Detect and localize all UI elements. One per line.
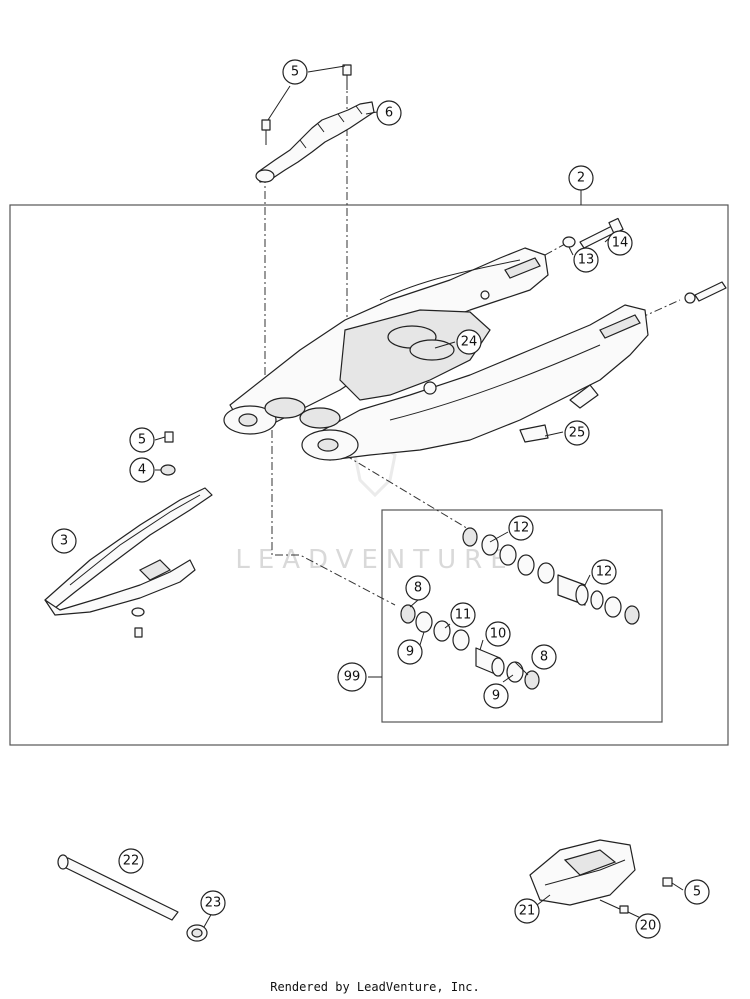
svg-text:2: 2 <box>577 171 585 186</box>
callout-2: 2 <box>568 165 594 191</box>
bolt-left-lower <box>131 607 145 638</box>
centerline-pivot-lower <box>271 430 396 606</box>
callout-22: 22 <box>118 848 144 874</box>
callout-20: 20 <box>635 913 661 939</box>
callout-5-left: 5 <box>129 427 155 453</box>
svg-text:14: 14 <box>612 236 629 251</box>
callout-99: 99 <box>337 662 367 692</box>
svg-text:12: 12 <box>513 521 530 536</box>
bolt-left-upper <box>164 431 174 443</box>
bearing-kit-parts <box>400 527 640 690</box>
callout-8-b: 8 <box>531 644 557 670</box>
bolt-top-right <box>342 64 352 90</box>
callout-11: 11 <box>450 602 476 628</box>
bolt-top-left <box>261 119 271 145</box>
svg-text:9: 9 <box>406 645 414 660</box>
svg-text:6: 6 <box>385 106 393 121</box>
swingarm-body <box>223 247 649 461</box>
callout-25: 25 <box>564 420 590 446</box>
callout-21: 21 <box>514 898 540 924</box>
callout-10: 10 <box>485 621 511 647</box>
svg-text:21: 21 <box>519 904 536 919</box>
washer-left <box>160 464 176 476</box>
svg-text:23: 23 <box>205 896 222 911</box>
svg-text:25: 25 <box>569 426 586 441</box>
callout-4: 4 <box>129 457 155 483</box>
callout-24: 24 <box>456 329 482 355</box>
leader-lines <box>154 65 684 928</box>
centerline-pivot-upper <box>344 454 471 531</box>
chain-guide <box>529 839 636 906</box>
chain-slider <box>44 487 213 616</box>
callout-14: 14 <box>607 230 633 256</box>
swingarm-pivot-axle <box>57 854 179 921</box>
callout-23: 23 <box>200 890 226 916</box>
svg-text:4: 4 <box>138 463 146 478</box>
chain-adjuster-bolt-lower <box>684 281 727 304</box>
centerline-axle-lower <box>639 299 681 319</box>
swingarm-group-frame <box>9 204 729 746</box>
callout-5-top: 5 <box>282 59 308 85</box>
svg-text:5: 5 <box>138 433 146 448</box>
callout-6: 6 <box>376 100 402 126</box>
svg-text:24: 24 <box>461 335 478 350</box>
callout-9-a: 9 <box>397 639 423 665</box>
svg-text:5: 5 <box>693 885 701 900</box>
bolt-right <box>662 877 673 887</box>
svg-text:8: 8 <box>414 581 422 596</box>
render-credit: Rendered by LeadVenture, Inc. <box>270 980 480 994</box>
bearing-kit-frame <box>381 509 663 723</box>
callout-9-b: 9 <box>483 683 509 709</box>
callout-12-b: 12 <box>591 559 617 585</box>
svg-text:10: 10 <box>490 627 507 642</box>
bolt-chain-guide <box>599 899 629 914</box>
chain-adjuster-nut-upper <box>562 236 576 248</box>
callout-3: 3 <box>51 528 77 554</box>
svg-text:9: 9 <box>492 689 500 704</box>
callout-13: 13 <box>573 247 599 273</box>
svg-text:99: 99 <box>344 670 361 685</box>
centerline-axle-upper <box>544 243 566 256</box>
callout-5-right: 5 <box>684 879 710 905</box>
svg-text:12: 12 <box>596 565 613 580</box>
svg-text:22: 22 <box>123 854 140 869</box>
svg-text:3: 3 <box>60 534 68 549</box>
svg-text:5: 5 <box>291 65 299 80</box>
chain-slider-bracket <box>255 101 375 183</box>
callout-12-a: 12 <box>508 515 534 541</box>
svg-text:13: 13 <box>578 253 595 268</box>
callout-8-a: 8 <box>405 575 431 601</box>
axle-nut <box>186 924 208 942</box>
svg-text:11: 11 <box>455 608 472 623</box>
svg-text:20: 20 <box>640 919 657 934</box>
svg-text:8: 8 <box>540 650 548 665</box>
watermark-text: LEADVENTURE <box>235 545 514 575</box>
